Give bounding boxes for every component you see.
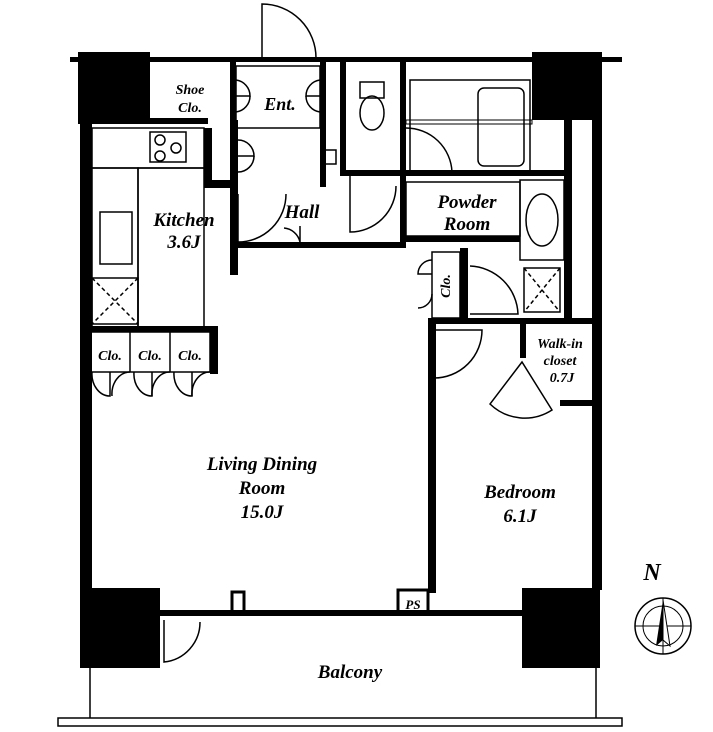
interior-walls [88, 62, 600, 616]
closet-label-2: Clo. [138, 349, 162, 364]
small-closet-label: Clo. [439, 274, 454, 298]
exterior-walls [80, 120, 602, 616]
closet-label-3: Clo. [178, 349, 202, 364]
closet-label-1: Clo. [98, 349, 122, 364]
hall-label: Hall [284, 202, 321, 223]
balcony-label: Balcony [317, 662, 383, 683]
structural-columns [78, 52, 602, 668]
outer-boundary [70, 57, 622, 62]
compass-icon: N [634, 560, 692, 655]
ps-label: PS [405, 597, 420, 612]
fixtures [57, 3, 623, 727]
compass-north-label: N [642, 560, 662, 586]
entrance-label: Ent. [263, 94, 296, 114]
